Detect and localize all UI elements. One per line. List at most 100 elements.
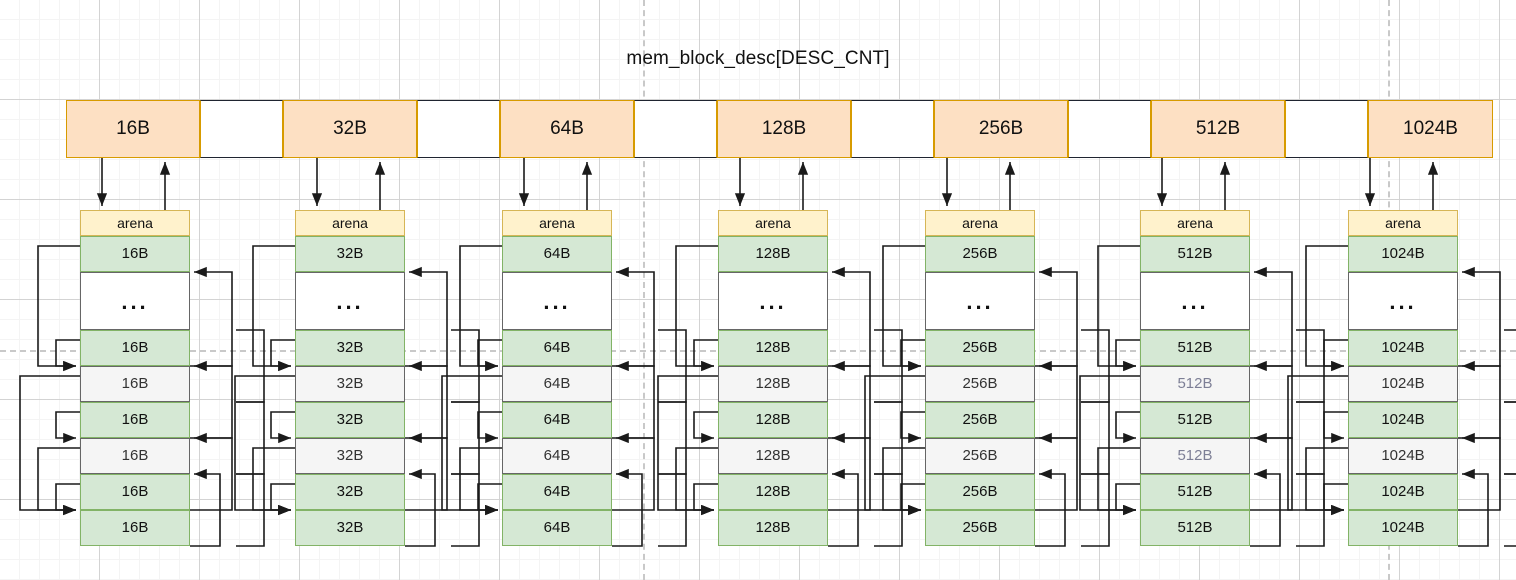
block-cell[interactable]: 256B bbox=[925, 510, 1035, 546]
block-cell[interactable]: 128B bbox=[718, 438, 828, 474]
connector bbox=[405, 360, 448, 439]
block-cell[interactable]: 512B bbox=[1140, 366, 1250, 402]
connector bbox=[1305, 447, 1348, 516]
block-cell[interactable]: 1024B bbox=[1348, 510, 1458, 546]
block-cell[interactable]: 16B bbox=[80, 236, 190, 272]
connector bbox=[451, 473, 480, 547]
arena-header[interactable]: arena bbox=[1348, 210, 1458, 236]
block-cell[interactable]: 32B bbox=[295, 402, 405, 438]
block-cell[interactable]: 512B bbox=[1140, 510, 1250, 546]
connector bbox=[612, 266, 655, 367]
arena-header[interactable]: arena bbox=[295, 210, 405, 236]
desc-cell-128b[interactable]: 128B bbox=[717, 100, 851, 158]
block-cell[interactable]: 1024B bbox=[1348, 474, 1458, 510]
desc-cell-64b[interactable]: 64B bbox=[500, 100, 634, 158]
block-cell[interactable]: 32B bbox=[295, 510, 405, 546]
desc-cell-256b[interactable]: 256B bbox=[934, 100, 1068, 158]
block-cell[interactable]: 16B bbox=[80, 330, 190, 366]
block-cell-label: 128B bbox=[755, 519, 791, 536]
block-cell-label: 16B bbox=[121, 519, 149, 536]
block-cell[interactable]: 16B bbox=[80, 510, 190, 546]
block-cell-ellipsis[interactable]: ... bbox=[80, 272, 190, 330]
block-cell[interactable]: 128B bbox=[718, 236, 828, 272]
block-cell[interactable]: 128B bbox=[718, 474, 828, 510]
arena-header[interactable]: arena bbox=[80, 210, 190, 236]
desc-cell-empty[interactable] bbox=[634, 100, 717, 158]
block-cell-label: 256B bbox=[962, 375, 998, 392]
block-cell-label: 256B bbox=[962, 519, 998, 536]
arena-header[interactable]: arena bbox=[718, 210, 828, 236]
desc-cell-16b[interactable]: 16B bbox=[66, 100, 200, 158]
block-cell[interactable]: 32B bbox=[295, 438, 405, 474]
block-cell[interactable]: 128B bbox=[718, 402, 828, 438]
block-cell-ellipsis[interactable]: ... bbox=[1348, 272, 1458, 330]
block-cell[interactable]: 16B bbox=[80, 402, 190, 438]
block-cell[interactable]: 64B bbox=[502, 438, 612, 474]
connector bbox=[252, 245, 295, 372]
desc-cell-empty[interactable] bbox=[200, 100, 283, 158]
desc-cell-label: 1024B bbox=[1403, 118, 1458, 139]
connector bbox=[1323, 411, 1348, 444]
block-cell-ellipsis[interactable]: ... bbox=[925, 272, 1035, 330]
connector bbox=[19, 375, 80, 516]
block-cell[interactable]: 512B bbox=[1140, 438, 1250, 474]
arena-header[interactable]: arena bbox=[502, 210, 612, 236]
block-cell-ellipsis[interactable]: ... bbox=[1140, 272, 1250, 330]
block-cell-label: 32B bbox=[336, 519, 364, 536]
block-cell[interactable]: 256B bbox=[925, 474, 1035, 510]
block-cell-label: ... bbox=[759, 289, 787, 314]
block-cell[interactable]: 1024B bbox=[1348, 330, 1458, 366]
block-cell-ellipsis[interactable]: ... bbox=[502, 272, 612, 330]
block-cell[interactable]: 128B bbox=[718, 330, 828, 366]
connector bbox=[1504, 473, 1516, 547]
block-cell[interactable]: 512B bbox=[1140, 474, 1250, 510]
block-cell[interactable]: 16B bbox=[80, 366, 190, 402]
block-cell[interactable]: 1024B bbox=[1348, 402, 1458, 438]
block-cell[interactable]: 16B bbox=[80, 438, 190, 474]
desc-cell-empty[interactable] bbox=[1285, 100, 1368, 158]
block-cell[interactable]: 512B bbox=[1140, 330, 1250, 366]
desc-cell-empty[interactable] bbox=[1068, 100, 1151, 158]
block-cell[interactable]: 256B bbox=[925, 330, 1035, 366]
block-cell-ellipsis[interactable]: ... bbox=[295, 272, 405, 330]
desc-cell-empty[interactable] bbox=[417, 100, 500, 158]
block-cell[interactable]: 64B bbox=[502, 510, 612, 546]
desc-cell-32b[interactable]: 32B bbox=[283, 100, 417, 158]
block-cell[interactable]: 32B bbox=[295, 474, 405, 510]
block-cell[interactable]: 512B bbox=[1140, 402, 1250, 438]
connector bbox=[1097, 245, 1140, 372]
block-cell[interactable]: 64B bbox=[502, 366, 612, 402]
block-cell-ellipsis[interactable]: ... bbox=[718, 272, 828, 330]
block-cell[interactable]: 128B bbox=[718, 366, 828, 402]
block-cell[interactable]: 32B bbox=[295, 330, 405, 366]
connector bbox=[874, 329, 903, 403]
desc-cell-1024b[interactable]: 1024B bbox=[1368, 100, 1493, 158]
connector bbox=[252, 447, 295, 516]
connector bbox=[1458, 266, 1501, 367]
block-cell-label: 64B bbox=[543, 411, 571, 428]
block-cell[interactable]: 256B bbox=[925, 236, 1035, 272]
arena-header[interactable]: arena bbox=[1140, 210, 1250, 236]
block-cell[interactable]: 64B bbox=[502, 330, 612, 366]
block-cell[interactable]: 256B bbox=[925, 402, 1035, 438]
block-cell[interactable]: 512B bbox=[1140, 236, 1250, 272]
block-cell[interactable]: 1024B bbox=[1348, 366, 1458, 402]
block-cell[interactable]: 1024B bbox=[1348, 438, 1458, 474]
block-cell[interactable]: 64B bbox=[502, 402, 612, 438]
connector bbox=[900, 411, 925, 444]
block-cell[interactable]: 16B bbox=[80, 474, 190, 510]
block-cell[interactable]: 32B bbox=[295, 366, 405, 402]
block-cell-label: 512B bbox=[1177, 375, 1213, 392]
block-cell[interactable]: 256B bbox=[925, 366, 1035, 402]
block-cell[interactable]: 1024B bbox=[1348, 236, 1458, 272]
block-cell[interactable]: 256B bbox=[925, 438, 1035, 474]
block-cell[interactable]: 32B bbox=[295, 236, 405, 272]
block-cell[interactable]: 128B bbox=[718, 510, 828, 546]
desc-cell-empty[interactable] bbox=[851, 100, 934, 158]
block-cell[interactable]: 64B bbox=[502, 474, 612, 510]
block-cell[interactable]: 64B bbox=[502, 236, 612, 272]
arena-header[interactable]: arena bbox=[925, 210, 1035, 236]
desc-cell-512b[interactable]: 512B bbox=[1151, 100, 1285, 158]
